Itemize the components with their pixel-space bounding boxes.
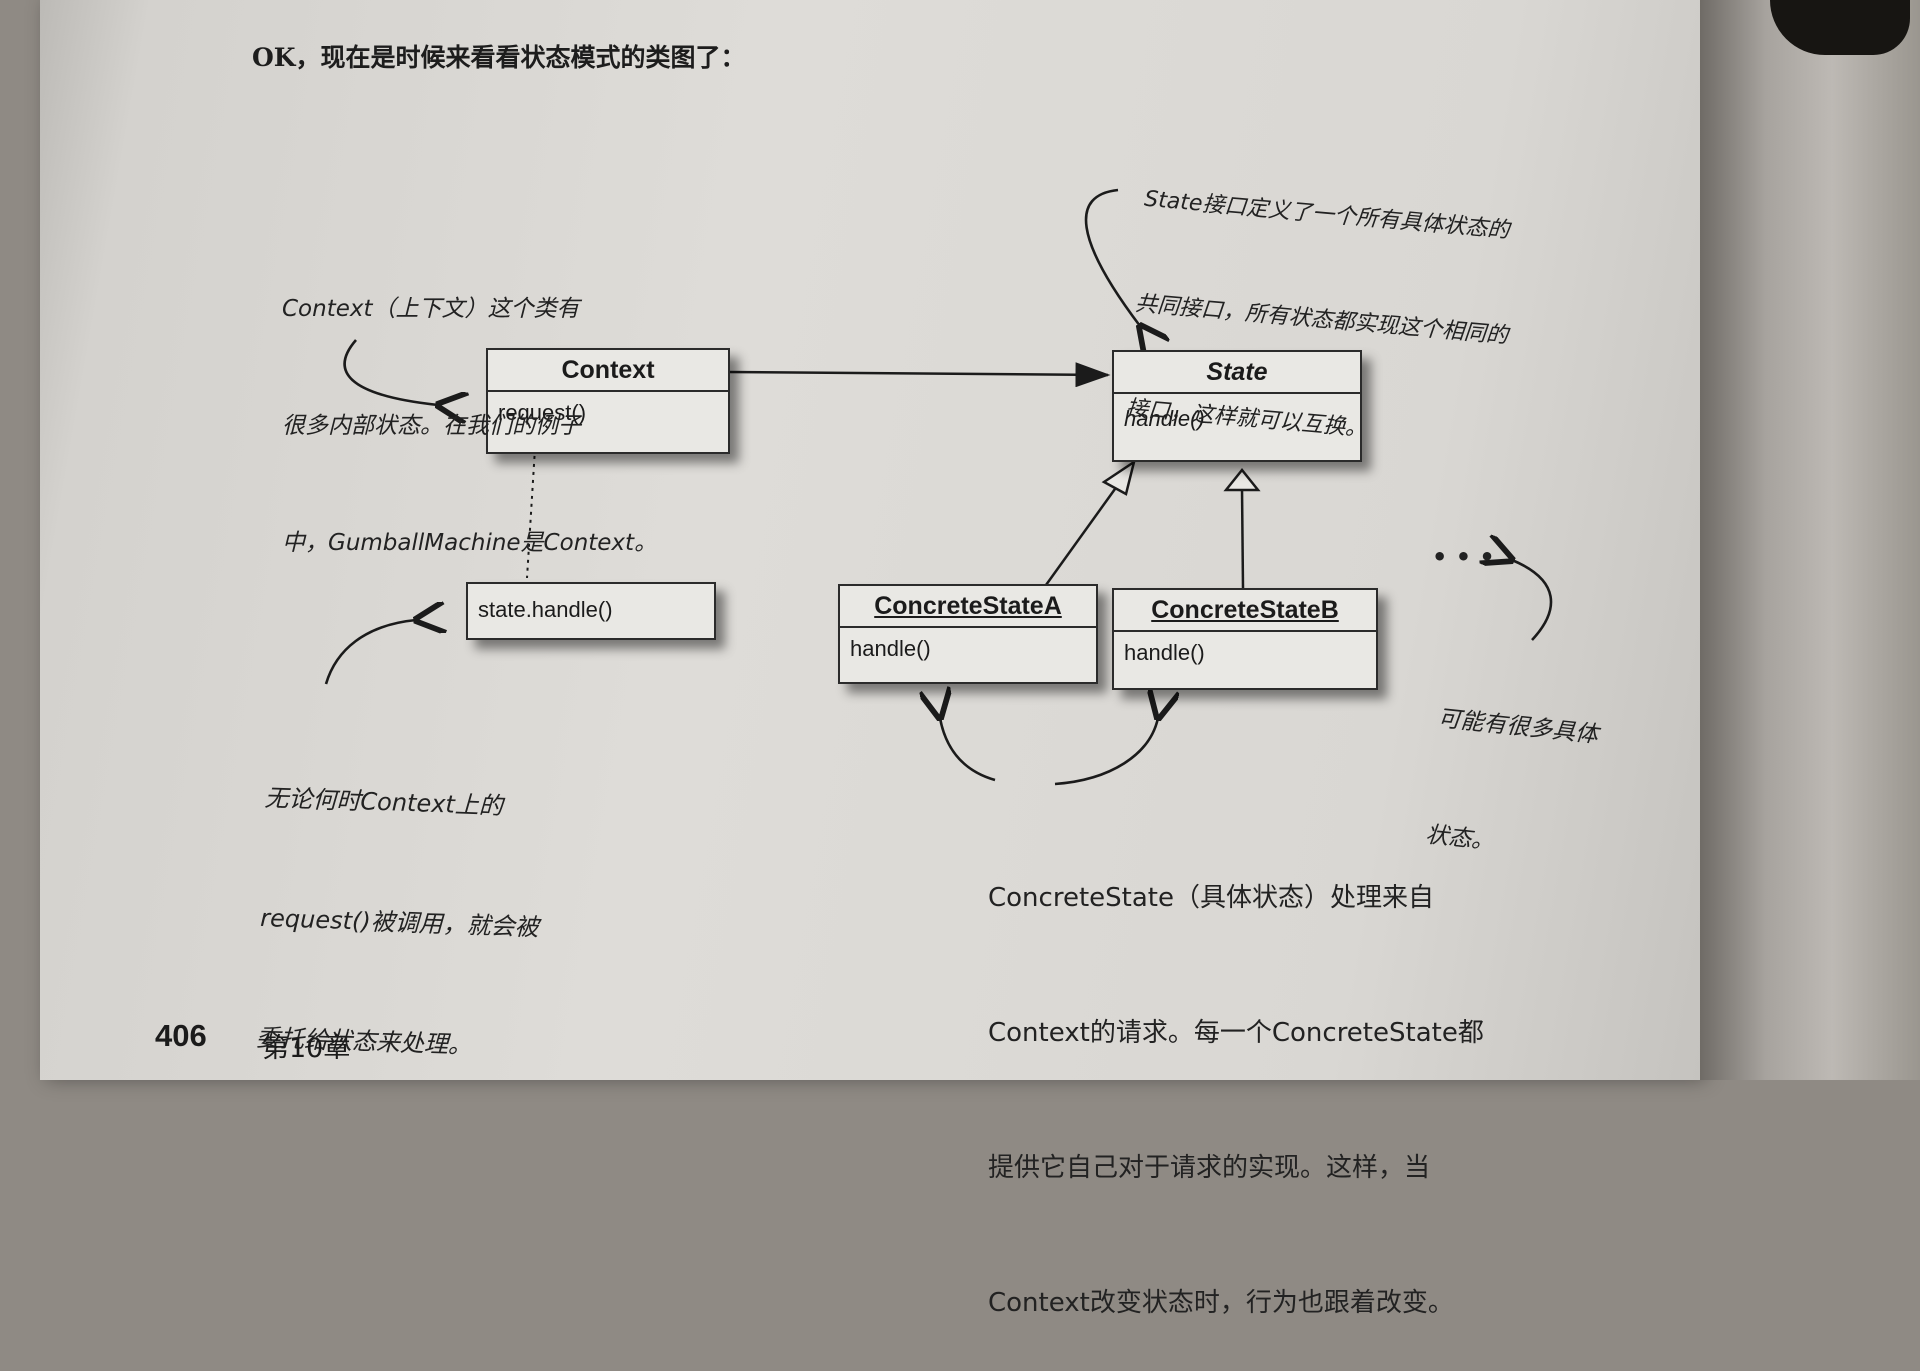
context-class-name: Context xyxy=(488,350,728,392)
many-states-note-line: 可能有很多具体 xyxy=(1436,705,1600,749)
concrete-state-b-class: ConcreteStateB handle() xyxy=(1112,588,1378,690)
chapter-label: 第10章 xyxy=(262,1033,351,1064)
inheritance-triangle-a xyxy=(1101,459,1136,496)
concrete-state-a-name: ConcreteStateA xyxy=(840,586,1096,628)
page-edge xyxy=(1700,0,1920,1080)
concrete-state-note: ConcreteState（具体状态）处理来自 Context的请求。每一个Co… xyxy=(988,786,1484,1371)
request-note-line: 无论何时Context上的 xyxy=(264,783,504,821)
diagram-connectors xyxy=(324,188,1553,786)
context-note-line: 很多内部状态。在我们的例子 xyxy=(282,413,581,439)
context-note: Context（上下文）这个类有 很多内部状态。在我们的例子 中，Gumball… xyxy=(282,212,657,602)
context-class: Context request() xyxy=(486,348,730,454)
concrete-note-arrow-right xyxy=(1054,718,1158,786)
inheritance-line-a xyxy=(1044,481,1122,586)
state-note-line: State接口定义了一个所有具体状态的 xyxy=(1143,186,1511,244)
state-handle-text: state.handle() xyxy=(478,597,613,622)
inheritance-triangle-b xyxy=(1223,467,1261,492)
concrete-state-b-method: handle() xyxy=(1124,640,1205,665)
concrete-state-b-name: ConcreteStateB xyxy=(1114,590,1376,632)
concrete-note-line: Context的请求。每一个ConcreteState都 xyxy=(988,1018,1484,1048)
concrete-note-line: ConcreteState（具体状态）处理来自 xyxy=(988,883,1434,913)
state-note: State接口定义了一个所有具体状态的 共同接口，所有状态都实现这个相同的 接口… xyxy=(1121,112,1524,493)
page-number: 406 xyxy=(155,1018,207,1053)
context-note-line: 中，GumballMachine是Context。 xyxy=(282,530,658,556)
inheritance-line-b xyxy=(1240,487,1245,589)
concrete-state-a-class: ConcreteStateA handle() xyxy=(838,584,1098,684)
request-note-arrow xyxy=(324,620,416,685)
state-note-line: 接口，这样就可以互换。 xyxy=(1124,395,1369,442)
context-note-arrow xyxy=(343,339,438,405)
state-note-arrow xyxy=(1084,188,1140,326)
state-class: State handle() xyxy=(1112,350,1362,462)
association-arrow xyxy=(727,362,1111,388)
concrete-note-line: 提供它自己对于请求的实现。这样，当 xyxy=(988,1153,1431,1183)
concrete-note-arrow-left xyxy=(940,718,996,782)
state-note-line: 共同接口，所有状态都实现这个相同的 xyxy=(1134,291,1509,349)
request-note-line: request()被调用，就会被 xyxy=(259,903,540,942)
state-handle-note: state.handle() xyxy=(466,582,716,640)
page-heading: OK，现在是时候来看看状态模式的类图了： xyxy=(252,43,746,72)
context-note-line: Context（上下文）这个类有 xyxy=(282,296,580,322)
concrete-state-a-method: handle() xyxy=(850,636,931,661)
state-class-name: State xyxy=(1114,352,1360,394)
many-states-arrow xyxy=(1512,560,1553,641)
state-class-method: handle() xyxy=(1124,406,1205,431)
book-page xyxy=(40,0,1700,1080)
note-connector xyxy=(526,431,537,579)
ellipsis-dots: • • • xyxy=(1432,543,1495,571)
concrete-note-line: Context改变状态时，行为也跟着改变。 xyxy=(988,1288,1454,1318)
context-class-method: request() xyxy=(498,400,587,425)
